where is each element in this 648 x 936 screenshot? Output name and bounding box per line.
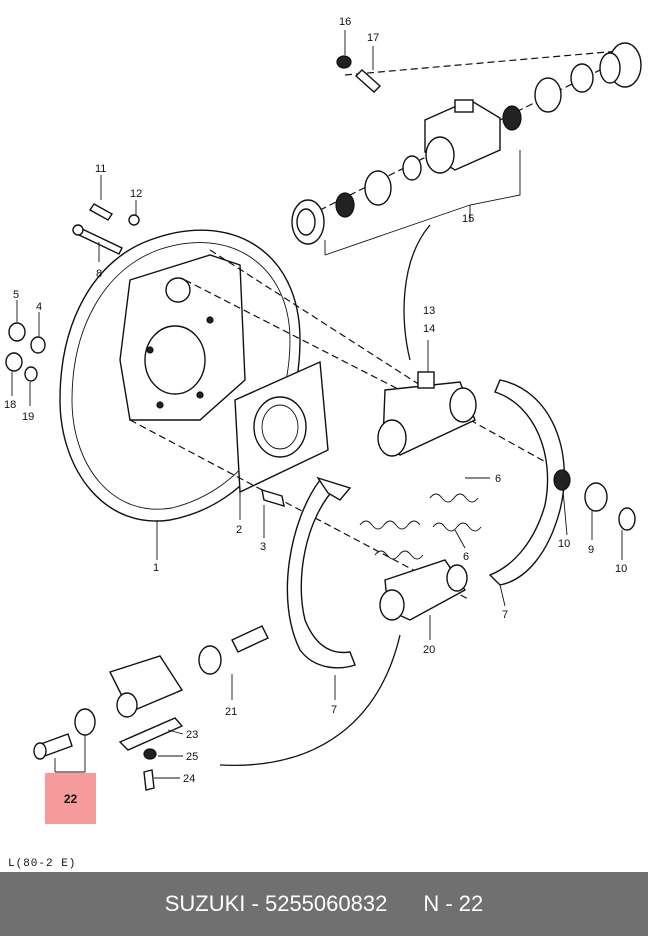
callout-23: 23	[186, 729, 198, 741]
callout-18: 18	[4, 399, 16, 411]
callout-20: 20	[423, 644, 435, 656]
callout-16: 16	[339, 16, 351, 28]
callout-7b: 7	[331, 704, 337, 716]
adjuster-assembly-22	[33, 655, 184, 760]
callout-6b: 6	[463, 551, 469, 563]
callout-10a: 10	[558, 538, 570, 550]
position-label: N - 22	[423, 891, 484, 916]
callout-13: 13	[423, 305, 435, 317]
adjuster-screw-21	[198, 625, 269, 675]
washer-10	[618, 507, 636, 531]
callout-9: 9	[588, 544, 594, 556]
brake-shoe-right	[488, 379, 571, 586]
cylinder-20	[379, 559, 468, 621]
callout-1: 1	[153, 562, 159, 574]
leader-lines	[11, 30, 623, 779]
brand-part-number: SUZUKI - 5255060832	[164, 891, 388, 916]
part-22-highlight	[45, 773, 96, 824]
callout-24: 24	[183, 773, 195, 785]
adjuster-9	[584, 482, 608, 512]
nuts-left	[5, 322, 46, 382]
lever-23	[118, 717, 184, 751]
callout-3: 3	[260, 541, 266, 553]
callout-2: 2	[236, 524, 242, 536]
callout-10b: 10	[615, 563, 627, 575]
wheel-cylinder-13-14	[377, 371, 477, 457]
footer-bar: SUZUKI - 5255060832 N - 22	[0, 872, 648, 936]
bolt-24	[143, 769, 155, 791]
brake-exploded-diagram: 16 17 15 11 12 8 5 4 18 19 13 14 2 3 1 6…	[4, 16, 642, 791]
callout-21: 21	[225, 706, 237, 718]
callout-4: 4	[36, 301, 42, 313]
wheel-cylinder-assembly-top	[291, 42, 642, 256]
callout-14: 14	[423, 323, 435, 335]
callout-12: 12	[130, 188, 142, 200]
springs-6	[359, 493, 482, 560]
callout-6a: 6	[495, 473, 501, 485]
callout-22: 22	[63, 792, 78, 806]
callout-11: 11	[95, 163, 106, 175]
callout-7a: 7	[502, 609, 508, 621]
callout-5: 5	[13, 289, 19, 301]
callout-19: 19	[22, 411, 34, 423]
brake-line-lower	[219, 634, 401, 766]
callout-25: 25	[186, 751, 198, 763]
callout-17: 17	[367, 32, 379, 44]
bolt-3	[261, 488, 285, 508]
diagram-reference-code: L(80-2 E)	[8, 858, 77, 870]
callout-15: 15	[462, 213, 474, 225]
bolt-and-fasteners-upper	[72, 203, 140, 255]
callout-8: 8	[96, 268, 102, 280]
brake-shoe-left	[286, 476, 356, 669]
nut-25	[143, 748, 157, 760]
spacer-plate	[234, 360, 329, 494]
brake-line-upper	[403, 224, 431, 361]
